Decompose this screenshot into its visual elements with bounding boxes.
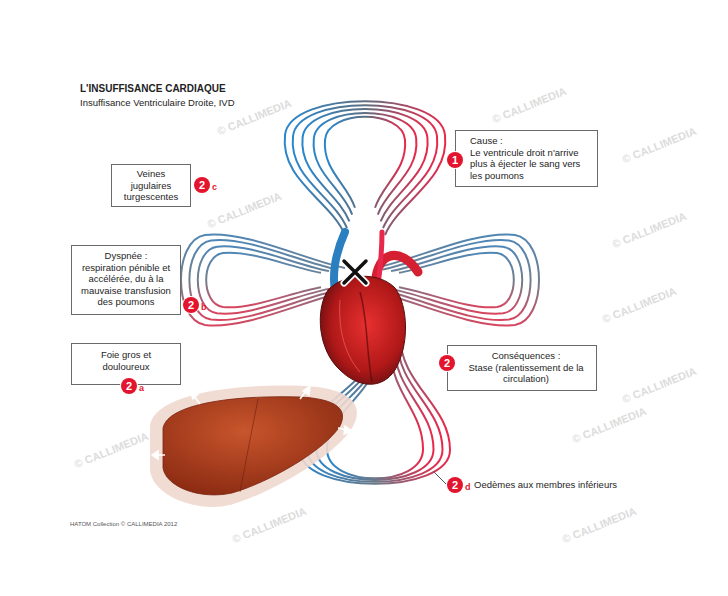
diagram-title: L'INSUFFISANCE CARDIAQUE: [80, 83, 226, 95]
watermark: © CALLIMEDIA: [206, 191, 283, 231]
watermark: © CALLIMEDIA: [561, 506, 638, 546]
watermark: © CALLIMEDIA: [601, 286, 678, 326]
callout-letter: a: [139, 384, 144, 393]
symptom-box: Veines jugulaires turgescentes: [111, 164, 191, 207]
diagram-subtitle: Insuffisance Ventriculaire Droite, IVD: [80, 97, 235, 108]
arrow-head: [152, 451, 158, 459]
head-vessels: [285, 101, 446, 235]
callout-number: 2: [439, 355, 455, 371]
box-heading: Dyspnée :: [77, 250, 175, 262]
symptom-box: Dyspnée :respiration pénible et accéléré…: [71, 245, 181, 315]
consequence-box: Conséquences :Stase (ralentissement de l…: [447, 345, 597, 391]
swelling-arrows: [152, 386, 352, 459]
vessel-loop: [189, 240, 337, 320]
watermark: © CALLIMEDIA: [621, 126, 698, 166]
watermark: © CALLIMEDIA: [571, 406, 648, 446]
leader-line: [433, 471, 446, 484]
heart-highlight: [340, 300, 360, 372]
vessel-loop: [314, 113, 417, 215]
watermark: © CALLIMEDIA: [73, 431, 150, 471]
cause-box: Cause :Le ventricule droit n'arrive plus…: [455, 130, 598, 187]
vessel-loop: [383, 240, 531, 320]
watermark: © CALLIMEDIA: [491, 86, 568, 126]
box-heading: Cause :: [470, 135, 591, 147]
callout-letter: c: [212, 183, 217, 192]
box-text: Stase (ralentissement de la circulation): [462, 362, 590, 385]
vessel-loop: [285, 101, 446, 235]
watermark: © CALLIMEDIA: [621, 366, 698, 406]
callout-number: 2: [183, 297, 199, 313]
callout-number: 2: [447, 477, 463, 493]
callout-letter: d: [465, 483, 471, 492]
carotid: [378, 232, 382, 285]
vessel-loop: [325, 117, 405, 208]
callout-number: 1: [447, 152, 463, 168]
vessel-loop: [198, 246, 329, 313]
liver-lobe-line: [240, 399, 258, 492]
blocked-mark: [344, 261, 366, 283]
vessel-loop: [293, 105, 438, 228]
watermark: © CALLIMEDIA: [611, 211, 688, 251]
cross: [344, 261, 366, 283]
vessel-loop: [399, 253, 514, 308]
liver-swelling: [150, 386, 357, 507]
symptom-label: Oedèmes aux membres inférieurs: [474, 479, 617, 490]
heart: [320, 276, 405, 384]
vessel-loop: [302, 109, 427, 221]
callout-number: 2: [194, 177, 210, 193]
box-heading: Conséquences :: [462, 350, 590, 362]
arrow-head: [344, 426, 352, 434]
callout-number: 2: [121, 378, 137, 394]
arrow-head: [190, 391, 198, 399]
copyright-note: HATOM Collection © CALLIMEDIA 2012: [70, 521, 177, 527]
box-text: respiration pénible et accélérée, du à l…: [77, 262, 175, 308]
cross-outline: [344, 261, 366, 283]
watermark: © CALLIMEDIA: [231, 506, 308, 546]
coronary-line: [360, 292, 372, 382]
vessel-loop: [206, 253, 321, 308]
callout-letter: b: [201, 303, 207, 312]
arrow-head: [303, 386, 310, 395]
liver: [163, 397, 343, 495]
vessel-loop: [391, 246, 522, 313]
box-text: Foie gros et douloureux: [90, 349, 162, 372]
box-text: Le ventricule droit n'arrive plus à éjec…: [470, 147, 591, 182]
box-text: Veines jugulaires turgescentes: [116, 168, 186, 203]
